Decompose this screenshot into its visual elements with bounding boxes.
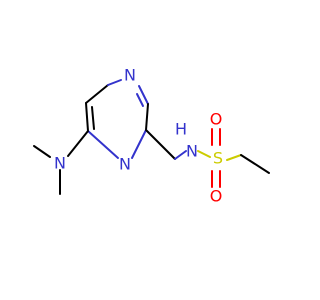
atom-labels: N N N N H S O O (54, 66, 223, 206)
bond-c2-n3 (145, 103, 149, 131)
bond-n1-c2-inner (136, 93, 144, 107)
atom-oxygen-top: O (210, 110, 223, 129)
sulfonamide-group (145, 128, 270, 188)
bond-c6-c5 (85, 84, 109, 104)
atom-sulfonamide-n: N (186, 142, 198, 161)
bond-c5-c4 (85, 102, 89, 132)
atom-sulfur: S (213, 149, 223, 168)
bond-c6-n1 (107, 79, 122, 86)
pyrimidine-ring (85, 79, 149, 159)
bond-amine-methyl-up (33, 145, 51, 158)
bond-ethyl (240, 154, 270, 174)
atom-oxygen-bottom: O (210, 187, 223, 206)
bond-n3-c4-b (131, 129, 147, 159)
bond-c2-ch2 (145, 129, 176, 160)
bond-n3-c4 (87, 130, 119, 159)
bond-c4-amine (67, 130, 89, 157)
atom-sulfonamide-h: H (175, 120, 187, 139)
bond-s-ethyl (226, 154, 242, 161)
bond-ch2-nh (174, 150, 187, 160)
atom-ring-n-bottom: N (119, 155, 131, 174)
atom-ring-n-top: N (124, 66, 136, 85)
molecule-diagram: N N N N H S O O (33, 66, 270, 206)
bond-nh-s (197, 150, 211, 158)
bond-n1-c2 (138, 85, 149, 105)
dimethylamino-group (33, 130, 89, 195)
atom-amine-n: N (54, 154, 66, 173)
bond-c5-c4-inner (91, 106, 95, 130)
